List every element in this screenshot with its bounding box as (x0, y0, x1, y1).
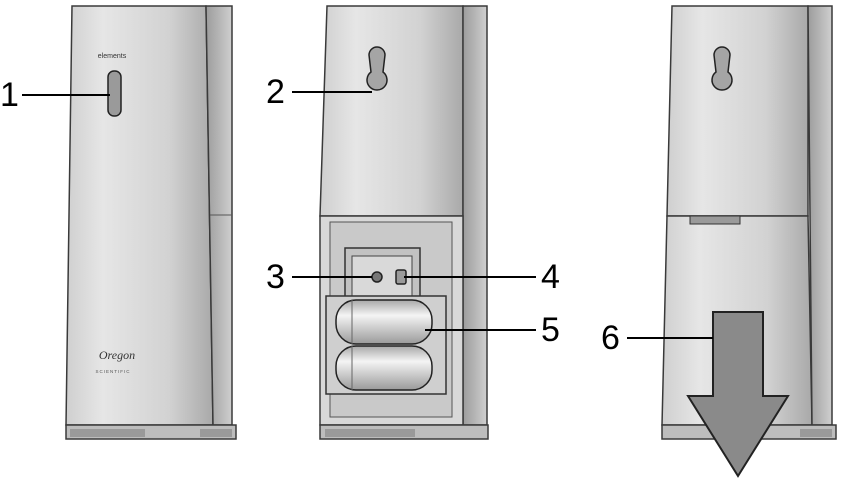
led-indicator (108, 71, 121, 116)
reset-hole (372, 272, 382, 282)
callout-6: 6 (601, 321, 620, 355)
wall-mount-hole-closed (712, 47, 732, 90)
callout-2: 2 (266, 75, 285, 109)
logo-subtext: SCIENTIFIC (95, 369, 130, 374)
logo-text: Oregon (99, 348, 135, 362)
sensor-back-view-closed (662, 6, 836, 476)
callout-5: 5 (541, 313, 560, 347)
callout-1: 1 (0, 78, 19, 112)
battery-compartment (326, 296, 446, 394)
sensor-front-view: elements Oregon SCIENTIFIC (66, 6, 236, 439)
sensor-back-view-open (320, 6, 488, 439)
wall-mount-hole (367, 47, 387, 90)
callout-4: 4 (541, 260, 560, 294)
brand-label: elements (98, 53, 127, 60)
callout-3: 3 (266, 260, 285, 294)
